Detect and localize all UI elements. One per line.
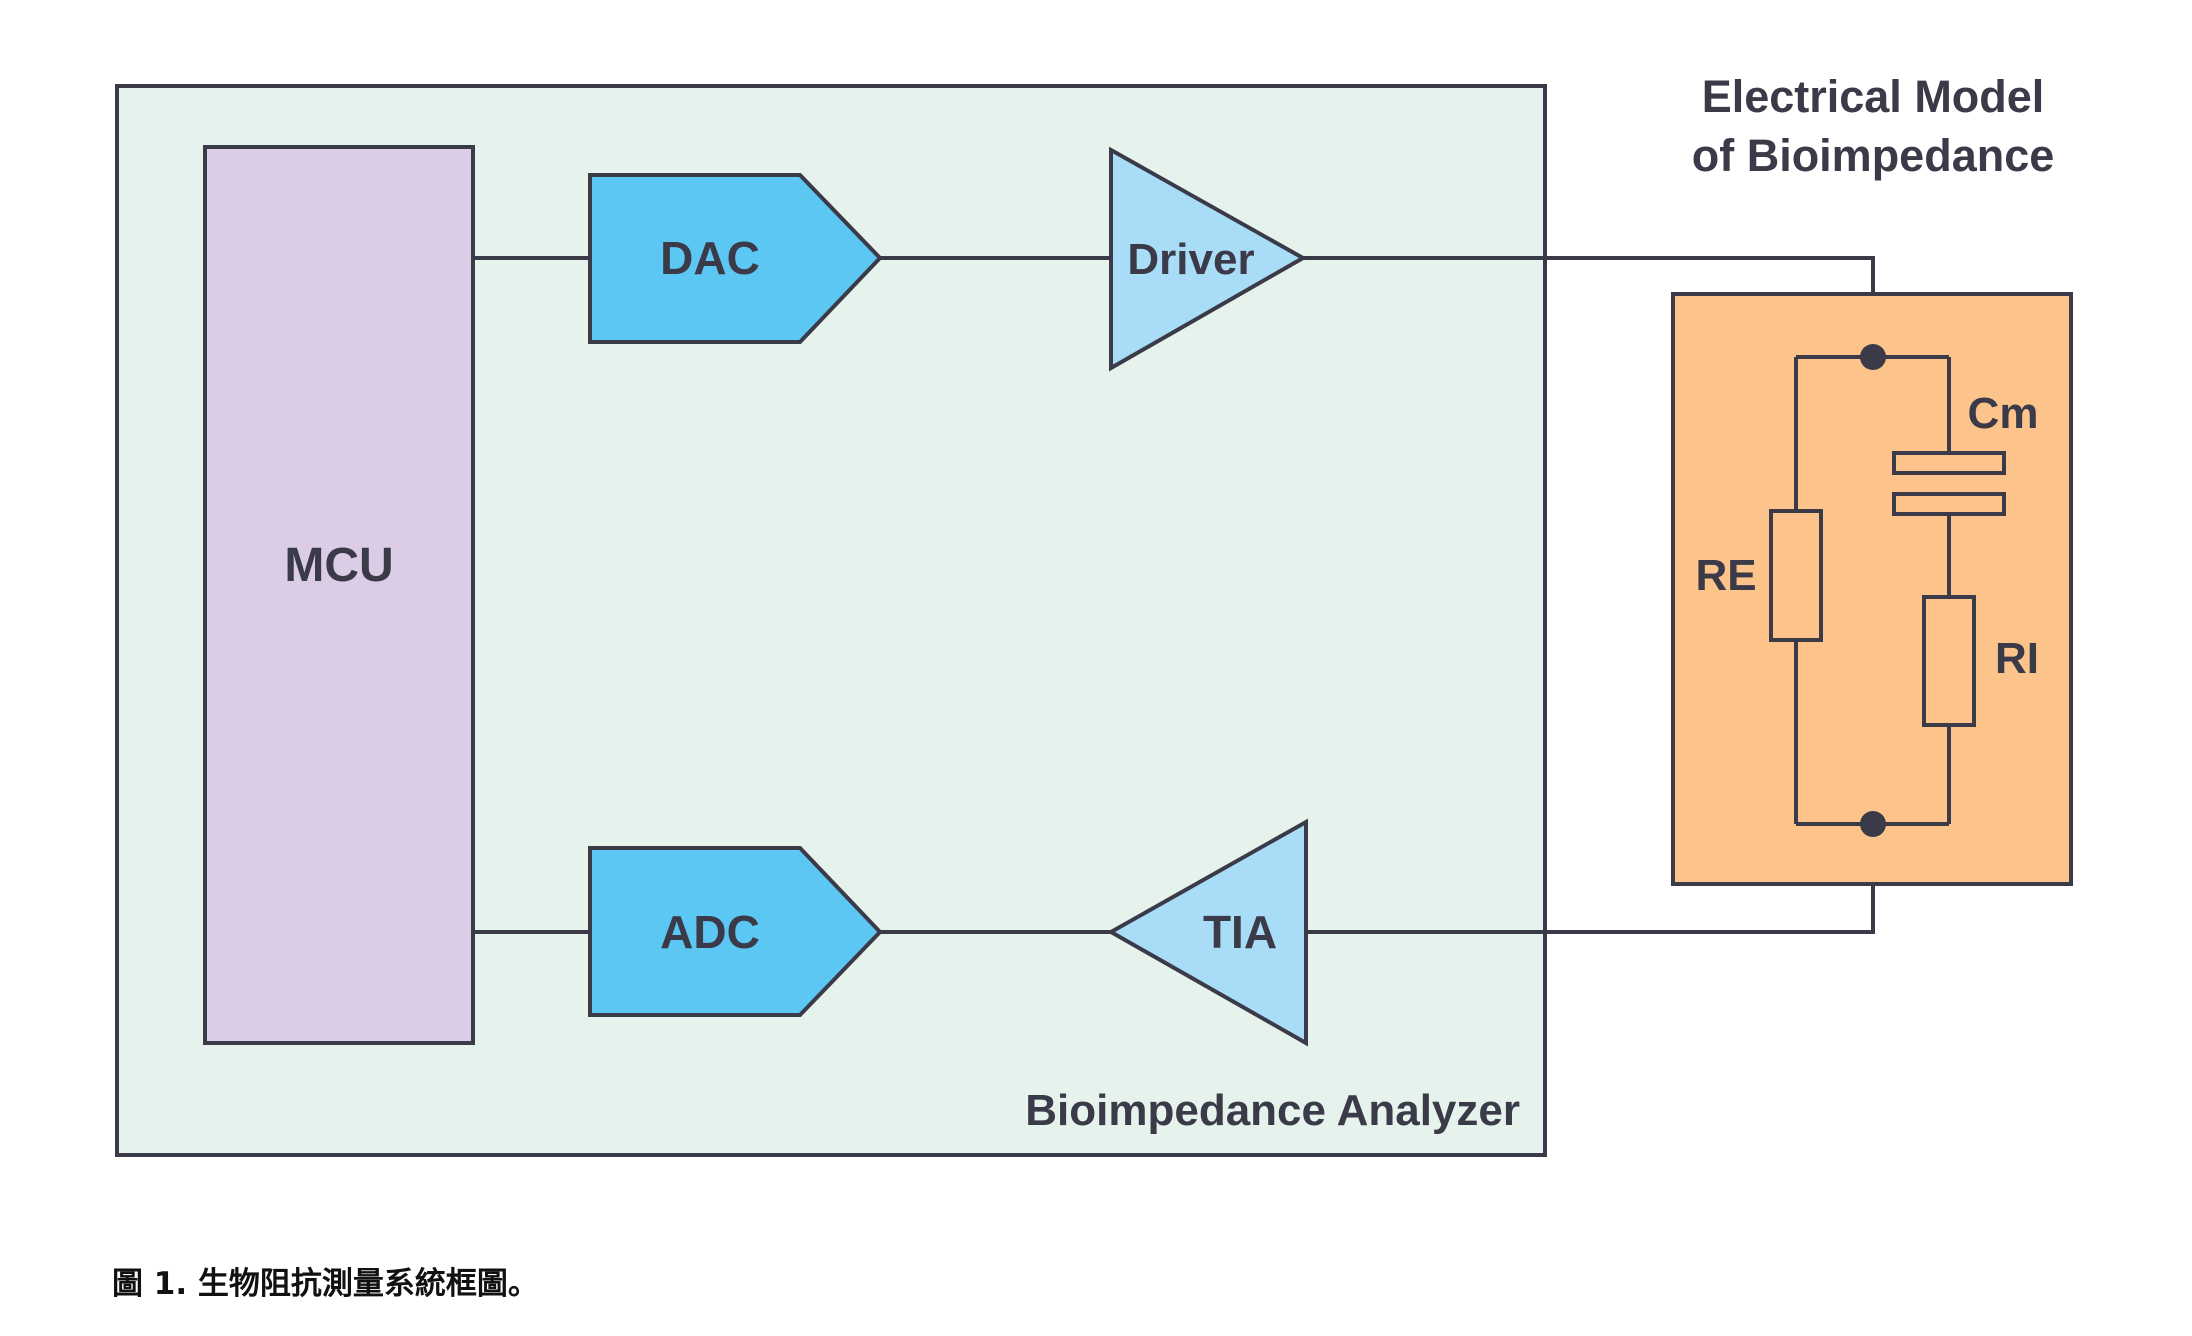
cm-plate-bottom [1892,492,2006,516]
junction-top [1860,344,1886,370]
driver-label: Driver [1127,235,1254,284]
dac-block [588,173,883,344]
cm-plate-top [1892,451,2006,475]
dac-label: DAC [660,232,760,284]
model-title-line1: Electrical Model [1702,71,2045,122]
tia-amplifier [1106,818,1308,1047]
model-box [1671,292,2073,886]
tia-label: TIA [1203,906,1277,958]
adc-label: ADC [660,906,760,958]
figure-caption: 圖 1. 生物阻抗測量系統框圖。 [112,1266,539,1302]
model-title-line2: of Bioimpedance [1692,130,2055,181]
ri-resistor [1922,595,1976,727]
re-label: RE [1695,551,1756,600]
cm-label: Cm [1968,389,2039,438]
adc-block [588,846,883,1017]
mcu-label: MCU [284,539,393,592]
re-resistor [1769,509,1823,642]
mcu-block [203,145,475,1045]
ri-label: RI [1995,634,2039,683]
analyzer-label: Bioimpedance Analyzer [1025,1086,1520,1135]
driver-amplifier [1109,146,1308,372]
junction-bottom [1860,811,1886,837]
